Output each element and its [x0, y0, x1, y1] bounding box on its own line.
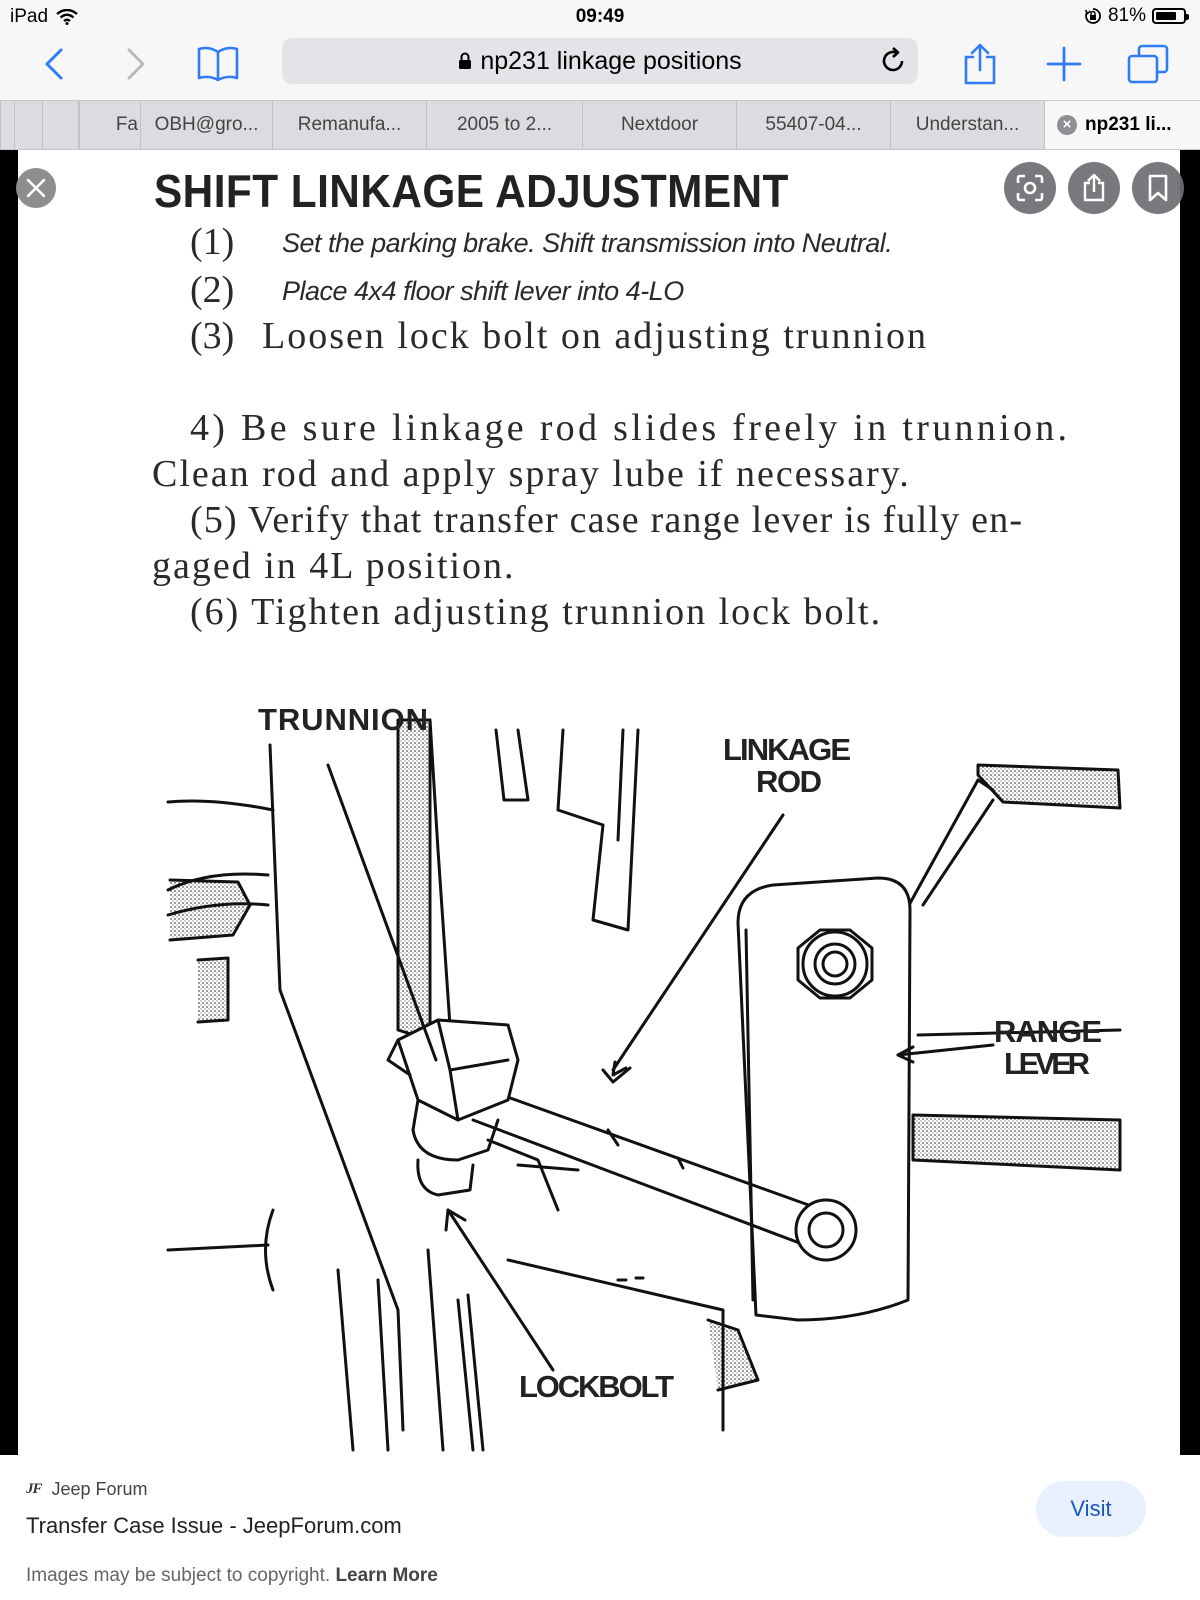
step-1-text: Set the parking brake. Shift transmissio…	[282, 228, 893, 258]
status-left: iPad	[10, 6, 78, 28]
reload-icon	[882, 47, 904, 72]
source-page-title[interactable]: Transfer Case Issue - JeepForum.com	[26, 1513, 402, 1538]
step-2-text: Place 4x4 floor shift lever into 4-LO	[282, 276, 684, 306]
status-bar: iPad 09:49 81%	[0, 0, 1200, 32]
tab-obh[interactable]: OBH@gro...	[140, 101, 272, 149]
trunnion-label: TRUNNION	[258, 702, 428, 737]
learn-more-link[interactable]: Learn More	[335, 1565, 438, 1586]
lens-button[interactable]	[1004, 162, 1056, 214]
range-lever-label-line1: RANGE	[994, 1014, 1102, 1049]
tab-pinned-2[interactable]	[14, 101, 42, 149]
new-tab-button[interactable]	[1042, 42, 1086, 86]
tab-pinned-1[interactable]	[0, 101, 14, 149]
source-name[interactable]: Jeep Forum	[51, 1479, 148, 1499]
lens-icon	[1016, 174, 1044, 202]
wifi-icon	[56, 9, 78, 25]
tab-close-icon[interactable]: ×	[1057, 114, 1077, 135]
linkage-rod-label-line1: LINKAGE	[723, 732, 851, 767]
step-1-number: (1)	[190, 221, 235, 263]
status-time: 09:49	[575, 6, 625, 27]
tab-label: Understan...	[915, 114, 1020, 135]
lock-icon	[459, 52, 472, 69]
chevron-left-icon	[45, 48, 63, 80]
tab-nextdoor[interactable]: Nextdoor	[582, 101, 736, 149]
tab-label: Remanufa...	[297, 114, 402, 135]
status-right: 81%	[1084, 5, 1189, 27]
tab-label: np231 li...	[1085, 114, 1172, 135]
range-lever-label-line2: LEVER	[1004, 1046, 1090, 1081]
forward-button[interactable]	[114, 42, 158, 86]
step-2-number: (2)	[190, 269, 235, 311]
battery-icon	[1152, 8, 1189, 24]
browser-toolbar: np231 linkage positions	[0, 32, 1200, 100]
bookmark-icon	[1148, 174, 1168, 202]
save-image-button[interactable]	[1132, 162, 1184, 214]
tab-55407[interactable]: 55407-04...	[736, 101, 890, 149]
para-line-2: Clean rod and apply spray lube if necess…	[152, 453, 911, 495]
visit-button[interactable]: Visit	[1036, 1481, 1146, 1537]
copyright-notice: Images may be subject to copyright. Lear…	[26, 1565, 438, 1587]
reload-button[interactable]	[876, 44, 910, 78]
document-title: SHIFT LINKAGE ADJUSTMENT	[154, 165, 789, 217]
battery-percent: 81%	[1107, 5, 1146, 26]
url-display[interactable]: np231 linkage positions	[282, 47, 918, 76]
tab-pinned-3[interactable]	[42, 101, 78, 149]
para-line-4: gaged in 4L position.	[152, 545, 516, 587]
url-text: np231 linkage positions	[480, 47, 742, 75]
para-line-5: (6) Tighten adjusting trunnion lock bolt…	[190, 591, 883, 633]
share-icon	[964, 43, 996, 85]
tab-label: Nextdoor	[620, 114, 699, 135]
image-source-panel: JF Jeep Forum Transfer Case Issue - Jeep…	[0, 1455, 1200, 1600]
tab-label: 2005 to 2...	[456, 114, 553, 135]
source-row: JF Jeep Forum	[26, 1479, 148, 1500]
tab-label: Fa	[115, 114, 138, 135]
address-bar[interactable]: np231 linkage positions	[282, 38, 918, 84]
para-line-3: (5) Verify that transfer case range leve…	[190, 499, 1024, 541]
plus-icon	[1046, 46, 1082, 82]
linkage-rod-label-line2: ROD	[756, 764, 822, 799]
tab-overview-button[interactable]	[1126, 42, 1170, 86]
tab-remanufa[interactable]: Remanufa...	[272, 101, 426, 149]
image-viewer: SHIFT LINKAGE ADJUSTMENT (1) Set the par…	[0, 150, 1200, 1455]
book-icon	[197, 46, 239, 82]
tabs-icon	[1127, 44, 1169, 84]
tab-np231-active[interactable]: × np231 li...	[1044, 101, 1200, 149]
chevron-right-icon	[127, 48, 145, 80]
tab-fa[interactable]: Fa	[78, 101, 140, 149]
tab-label: OBH@gro...	[154, 114, 259, 135]
close-icon	[26, 178, 46, 198]
share-button[interactable]	[958, 42, 1002, 86]
linkage-diagram: TRUNNION LINKAGE ROD RANGE LEVER LOCKBOL…	[166, 702, 1122, 1452]
tab-2005[interactable]: 2005 to 2...	[426, 101, 582, 149]
step-3-number: (3)	[190, 315, 235, 357]
step-3-text: Loosen lock bolt on adjusting trunnion	[262, 315, 929, 357]
bookmarks-button[interactable]	[196, 42, 240, 86]
back-button[interactable]	[32, 42, 76, 86]
tab-label: 55407-04...	[765, 114, 862, 135]
tab-bar: Fa OBH@gro... Remanufa... 2005 to 2... N…	[0, 100, 1200, 150]
lockbolt-label: LOCKBOLT	[519, 1369, 674, 1404]
copyright-text: Images may be subject to copyright.	[26, 1565, 331, 1586]
image-share-button[interactable]	[1068, 162, 1120, 214]
share-icon	[1083, 173, 1105, 202]
device-name: iPad	[10, 6, 49, 27]
viewed-image: SHIFT LINKAGE ADJUSTMENT (1) Set the par…	[18, 150, 1180, 1455]
source-logo: JF	[26, 1481, 42, 1497]
para-line-1: 4) Be sure linkage rod slides freely in …	[190, 407, 1071, 449]
close-viewer-button[interactable]	[16, 168, 56, 208]
tab-understan[interactable]: Understan...	[890, 101, 1044, 149]
orientation-lock-icon	[1084, 8, 1101, 24]
